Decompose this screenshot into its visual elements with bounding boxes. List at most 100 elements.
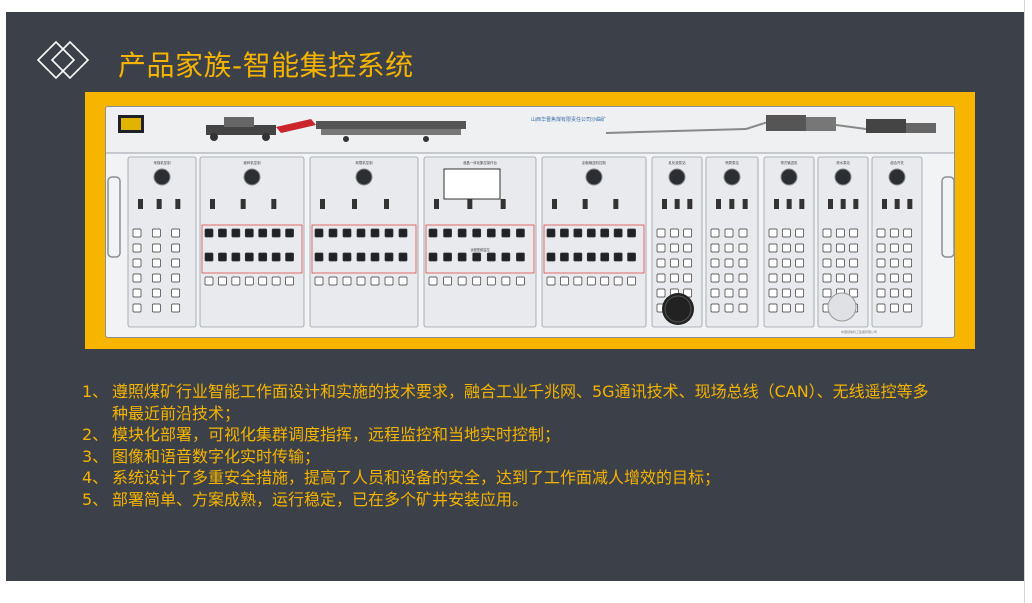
console-button xyxy=(132,243,142,253)
console-button xyxy=(822,288,832,298)
console-button xyxy=(560,276,569,286)
console-button xyxy=(573,252,583,262)
console-button xyxy=(546,252,556,262)
console-button xyxy=(600,276,610,286)
console-button xyxy=(132,303,142,313)
console-button xyxy=(218,252,227,262)
console-button xyxy=(656,228,666,238)
console-button xyxy=(271,276,281,286)
console-button xyxy=(560,228,569,238)
console-button xyxy=(314,276,324,286)
console-button xyxy=(768,288,778,298)
console-button xyxy=(244,276,254,286)
double-diamond-icon xyxy=(36,40,90,80)
console-button xyxy=(586,228,596,238)
toggle-switch xyxy=(799,199,805,209)
console-button xyxy=(768,258,778,268)
console-button xyxy=(849,273,859,283)
console-module-label: 清水泵站 xyxy=(836,160,850,165)
console-button xyxy=(822,258,832,268)
console-button xyxy=(683,258,693,268)
console-button xyxy=(710,273,720,283)
console-button xyxy=(738,258,748,268)
console-button xyxy=(613,276,623,286)
console-button xyxy=(398,276,408,286)
console-module-label: 转载机控制 xyxy=(356,160,374,165)
toggle-switch xyxy=(384,199,389,209)
console-button xyxy=(876,303,886,313)
console-button xyxy=(724,303,734,313)
console-footer-text: 中国煤炭科工集团有限公司 xyxy=(841,329,877,334)
console-button xyxy=(244,228,254,238)
console-button xyxy=(710,288,720,298)
product-image-frame: 山西华晋焦煤有限责任公司沙曲矿 采煤机控制破碎机控制转载机控制液晶一体化集控操作… xyxy=(85,92,975,349)
console-button xyxy=(781,243,791,253)
console-button xyxy=(876,288,886,298)
console-button xyxy=(546,228,556,238)
console-button xyxy=(795,288,805,298)
console-button xyxy=(889,288,899,298)
console-button xyxy=(795,273,805,283)
feature-item: 2、 模块化部署，可视化集群调度指挥，远程监控和当地实时控制； xyxy=(82,424,942,446)
console-button xyxy=(472,228,482,238)
toggle-switch xyxy=(786,199,792,209)
console-button xyxy=(151,258,161,268)
console-button xyxy=(781,288,791,298)
console-button xyxy=(370,228,380,238)
console-button xyxy=(231,252,241,262)
console-button xyxy=(258,276,268,286)
console-module-label: 带式输送机 xyxy=(781,160,799,165)
console-button xyxy=(613,228,623,238)
console-button xyxy=(822,273,832,283)
console-module-label: 刮板输送机控制 xyxy=(582,160,606,165)
console-button xyxy=(781,303,791,313)
console-button xyxy=(573,228,583,238)
toggle-switch xyxy=(271,199,277,209)
console-button xyxy=(889,303,899,313)
console-button xyxy=(384,276,394,286)
toggle-switch xyxy=(320,199,325,209)
feature-number: 1、 xyxy=(82,382,109,401)
knob xyxy=(243,168,261,186)
toggle-switch xyxy=(467,199,473,209)
knob xyxy=(585,168,603,186)
console-button xyxy=(768,303,778,313)
console-button xyxy=(472,276,482,286)
console-button xyxy=(560,252,569,262)
feature-item: 5、 部署简单、方案成熟，运行稳定，已在多个矿井安装应用。 xyxy=(82,489,942,511)
toggle-switch xyxy=(352,199,357,209)
console-button xyxy=(356,252,366,262)
console-button xyxy=(627,228,636,238)
console-button xyxy=(656,288,666,298)
console-button xyxy=(835,228,845,238)
console-button xyxy=(683,243,693,253)
console-button xyxy=(656,258,666,268)
console-button xyxy=(600,252,610,262)
console-button xyxy=(768,228,778,238)
console-button xyxy=(903,288,913,298)
console-button xyxy=(342,228,352,238)
console-button xyxy=(724,273,734,283)
toggle-switch xyxy=(552,199,557,209)
console-button xyxy=(656,273,666,283)
console-button xyxy=(613,252,623,262)
feature-text: 系统设计了多重安全措施，提高了人员和设备的安全，达到了工作面减人增效的目标； xyxy=(112,468,721,487)
console-button xyxy=(370,276,380,286)
toggle-switch xyxy=(582,199,588,209)
console-button xyxy=(258,252,268,262)
feature-text: 模块化部署，可视化集群调度指挥，远程监控和当地实时控制； xyxy=(112,425,561,444)
console-button xyxy=(314,228,324,238)
knob xyxy=(780,168,798,186)
console-button xyxy=(218,276,227,286)
console-button xyxy=(516,228,525,238)
console-button xyxy=(768,273,778,283)
console-button xyxy=(627,276,636,286)
console-button xyxy=(546,276,556,286)
console-button xyxy=(443,276,452,286)
console-button xyxy=(656,243,666,253)
console-button xyxy=(428,252,438,262)
feature-item: 3、 图像和语音数字化实时传输； xyxy=(82,446,942,468)
console-button xyxy=(151,243,161,253)
toggle-switch xyxy=(716,199,721,209)
console-button xyxy=(342,276,352,286)
